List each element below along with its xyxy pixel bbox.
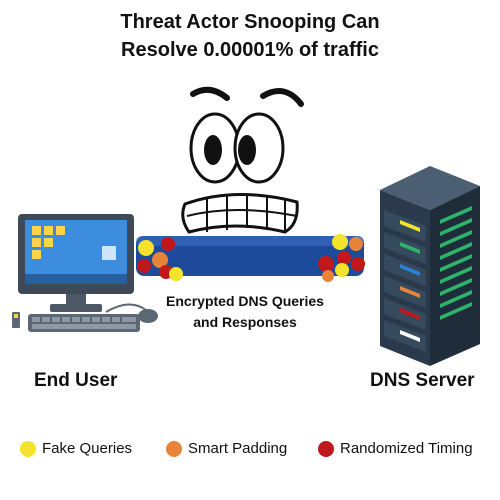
tube-caption: Encrypted DNS Queries and Responses xyxy=(140,291,350,333)
randomized-timing-dot xyxy=(161,237,175,251)
smart-padding-dot xyxy=(152,252,168,268)
legend-label: Smart Padding xyxy=(188,440,288,457)
end-user-computer-icon xyxy=(12,214,158,332)
randomized-timing-dot xyxy=(351,257,365,271)
legend-item-smart-padding: Smart Padding xyxy=(166,440,287,457)
legend-label: Fake Queries xyxy=(42,440,133,457)
fake-query-dot xyxy=(169,267,183,281)
tube-caption-line-1: Encrypted DNS Queries xyxy=(166,293,324,309)
legend-label: Randomized Timing xyxy=(340,440,473,457)
diagram-title: Threat Actor Snooping Can Resolve 0.0000… xyxy=(0,8,500,64)
randomized-timing-dot xyxy=(318,256,334,272)
randomized-timing-dot xyxy=(137,259,151,273)
yellow-dot-icon xyxy=(20,440,36,457)
randomized-timing-dot xyxy=(337,251,351,265)
fake-query-dot xyxy=(335,263,349,277)
dns-server-icon xyxy=(380,166,480,366)
legend-item-randomized-timing: Randomized Timing xyxy=(318,440,473,457)
dns-server-label: DNS Server xyxy=(370,370,475,391)
threat-actor-face-icon xyxy=(181,86,304,234)
title-line-1: Threat Actor Snooping Can xyxy=(120,11,380,33)
legend: Fake Queries Smart Padding Randomized Ti… xyxy=(20,440,490,466)
smart-padding-dot xyxy=(349,237,363,251)
encrypted-dns-tube xyxy=(136,234,365,282)
end-user-label: End User xyxy=(34,370,118,391)
title-line-2: Resolve 0.00001% of traffic xyxy=(121,39,379,61)
fake-query-dot xyxy=(138,240,154,256)
orange-dot-icon xyxy=(166,440,182,457)
fake-query-dot xyxy=(332,234,348,250)
smart-padding-dot xyxy=(322,270,334,282)
tube-caption-line-2: and Responses xyxy=(193,314,297,330)
legend-item-fake-queries: Fake Queries xyxy=(20,440,132,457)
red-dot-icon xyxy=(318,440,334,457)
